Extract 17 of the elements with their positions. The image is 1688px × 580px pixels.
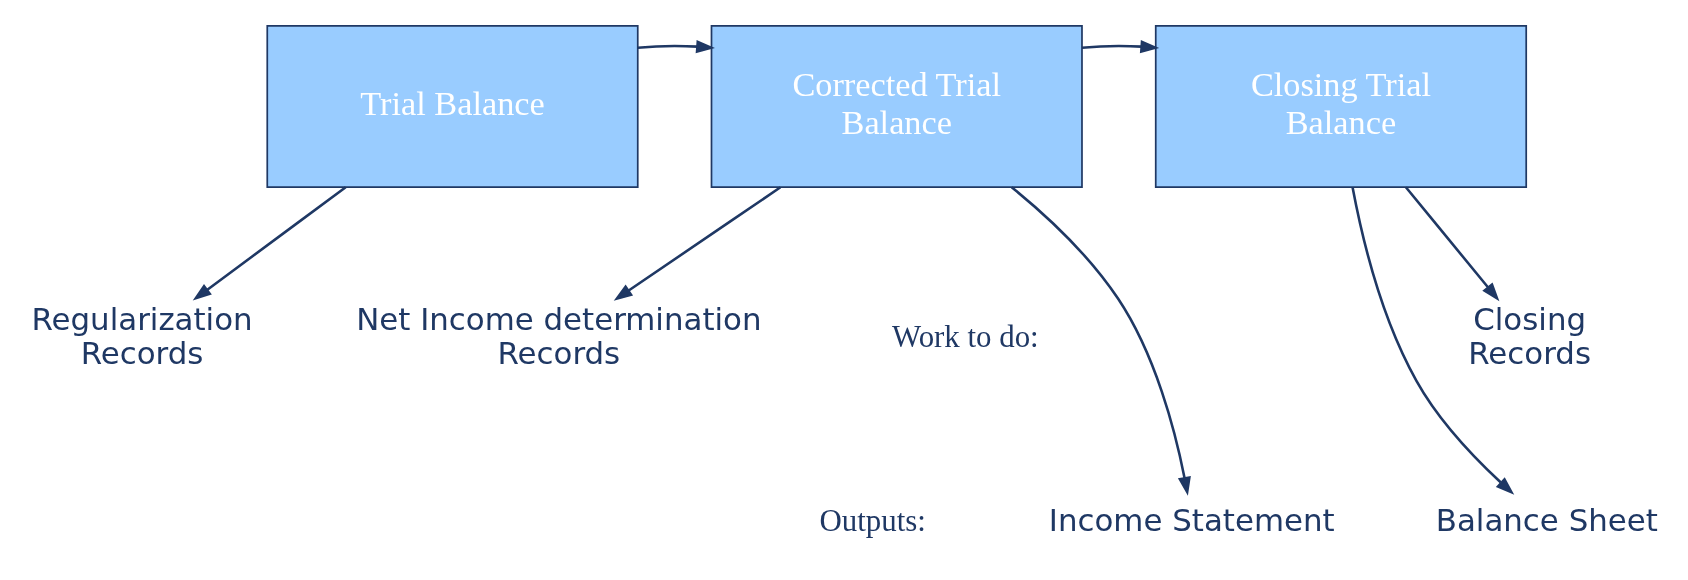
arrow bbox=[1081, 39, 1160, 54]
node-box: Trial Balance bbox=[266, 25, 639, 188]
node-text: Balance Sheet bbox=[1435, 501, 1658, 538]
arrow bbox=[1351, 187, 1515, 495]
node-text: Regularization Records bbox=[31, 301, 253, 372]
node-text: Net Income determination Records bbox=[356, 301, 762, 372]
label: Work to do: bbox=[892, 319, 1039, 355]
arrow bbox=[613, 186, 782, 301]
node-box: Closing Trial Balance bbox=[1154, 25, 1528, 188]
arrow bbox=[192, 186, 347, 301]
node-text: Closing Records bbox=[1468, 301, 1591, 372]
arrow bbox=[637, 39, 715, 54]
node-text: Income Statement bbox=[1048, 501, 1335, 538]
arrow bbox=[1010, 186, 1191, 496]
label: Outputs: bbox=[819, 502, 926, 538]
node-box: Corrected Trial Balance bbox=[710, 25, 1083, 188]
arrow bbox=[1404, 186, 1500, 302]
